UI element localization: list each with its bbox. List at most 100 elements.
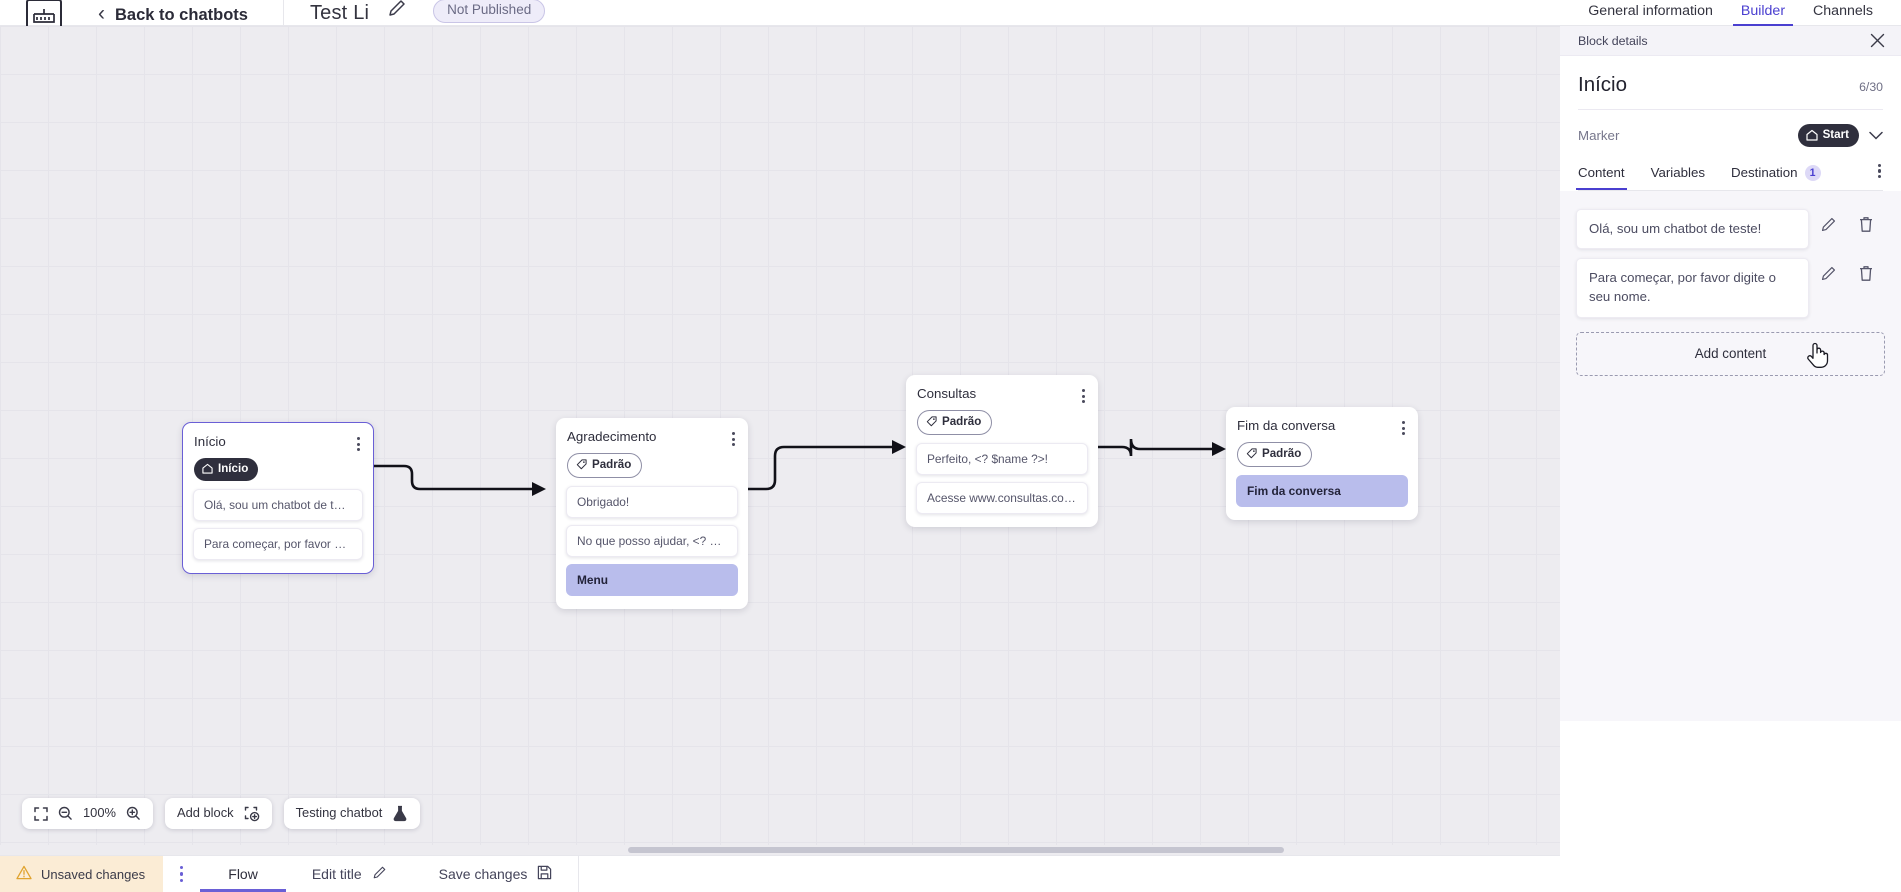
node-marker-label: Padrão: [1262, 447, 1302, 460]
tab-general-information[interactable]: General information: [1574, 4, 1727, 25]
canvas-horizontal-scrollbar[interactable]: [0, 845, 1560, 855]
top-bar-divider: [282, 0, 284, 25]
trash-icon[interactable]: [1847, 258, 1885, 282]
zoom-level: 100%: [83, 805, 116, 821]
marker-label: Marker: [1578, 127, 1620, 143]
node-title: Agradecimento: [567, 429, 657, 444]
node-header: Agradecimento: [556, 418, 748, 446]
tab-flow[interactable]: Flow: [200, 856, 286, 892]
kebab-menu-icon[interactable]: [351, 434, 363, 451]
block-details-header: Block details: [1560, 26, 1901, 56]
node-message[interactable]: Olá, sou um chatbot de teste!: [193, 488, 363, 521]
scrollbar-thumb[interactable]: [628, 847, 1284, 853]
testing-chatbot-button[interactable]: Testing chatbot: [283, 798, 421, 829]
chatbot-name: Test Li: [309, 2, 370, 24]
node-marker-badge: Padrão: [1237, 442, 1313, 467]
page-title: Início: [1578, 73, 1627, 96]
save-changes-label: Save changes: [438, 866, 528, 882]
node-message[interactable]: Menu: [566, 564, 738, 597]
node-message[interactable]: Acesse www.consultas.com par...: [916, 481, 1088, 515]
status-bar-divider: [578, 856, 580, 892]
content-tab-panel: Olá, sou um chatbot de teste! Para começ…: [1560, 190, 1901, 721]
node-marker-label: Padrão: [592, 458, 632, 471]
tab-variables[interactable]: Variables: [1651, 159, 1705, 189]
marker-control[interactable]: Start: [1797, 123, 1883, 147]
content-text[interactable]: Olá, sou um chatbot de teste!: [1576, 208, 1809, 250]
tab-destination-badge: 1: [1804, 164, 1821, 181]
marker-row: Marker Start: [1578, 110, 1883, 159]
tab-flow-label: Flow: [228, 866, 258, 882]
node-message[interactable]: Perfeito, <? $name ?>!: [916, 442, 1088, 475]
home-icon: [202, 464, 213, 474]
tab-content-label: Content: [1578, 165, 1625, 181]
pencil-icon[interactable]: [1809, 209, 1847, 233]
node-title: Início: [194, 434, 226, 449]
tab-destination[interactable]: Destination 1: [1731, 159, 1821, 190]
flow-node-consultas[interactable]: Consultas Padrão Perfeito, <? $name ?>! …: [906, 375, 1098, 528]
tab-builder-label: Builder: [1740, 3, 1786, 20]
tab-destination-label: Destination: [1731, 165, 1798, 181]
node-header: Fim da conversa: [1226, 407, 1418, 435]
tab-content[interactable]: Content: [1576, 159, 1627, 191]
testing-chatbot-label: Testing chatbot: [295, 805, 383, 821]
marker-badge[interactable]: Start: [1797, 123, 1859, 147]
back-to-chatbots-label: Back to chatbots: [115, 5, 248, 24]
tag-icon: [576, 459, 587, 470]
node-message[interactable]: No que posso ajudar, <? $name ...: [566, 524, 738, 558]
tab-variables-label: Variables: [1650, 165, 1706, 181]
kebab-menu-icon[interactable]: [726, 429, 738, 446]
node-message[interactable]: Para começar, por favor digite o ...: [193, 527, 363, 561]
pencil-icon: [372, 865, 387, 883]
add-block-icon: [244, 806, 260, 822]
kebab-menu-icon[interactable]: [1868, 163, 1883, 185]
flow-edges: [373, 438, 1226, 496]
panel-top-tabs: General information Builder Channels: [1560, 0, 1901, 26]
status-bar: Unsaved changes Flow Edit title Save cha…: [0, 855, 1560, 892]
back-to-chatbots-button[interactable]: ‹ Back to chatbots: [98, 3, 248, 24]
save-changes-button[interactable]: Save changes: [413, 856, 579, 892]
save-disk-icon: [537, 865, 552, 883]
home-icon: [1805, 129, 1818, 141]
block-details-label: Block details: [1578, 33, 1648, 48]
tab-builder[interactable]: Builder: [1727, 3, 1799, 26]
panel-body: Início 6/30 Marker Start Content: [1560, 56, 1901, 191]
pencil-icon[interactable]: [1809, 258, 1847, 282]
node-message[interactable]: Fim da conversa: [1236, 474, 1408, 507]
node-marker-badge: Início: [194, 458, 259, 481]
unsaved-changes-label: Unsaved changes: [41, 866, 146, 882]
edit-title-label: Edit title: [311, 866, 362, 882]
chevron-down-icon[interactable]: [1869, 131, 1883, 140]
node-message[interactable]: Obrigado!: [566, 485, 738, 518]
close-icon[interactable]: [1870, 33, 1885, 48]
flow-node-agradecimento[interactable]: Agradecimento Padrão Obrigado! No que po…: [556, 418, 748, 610]
node-title: Fim da conversa: [1237, 418, 1336, 433]
node-title: Consultas: [917, 386, 977, 401]
edit-title-button[interactable]: Edit title: [286, 856, 413, 892]
tab-channels-label: Channels: [1813, 3, 1873, 20]
zoom-in-icon[interactable]: [126, 806, 141, 821]
fit-to-screen-icon[interactable]: [34, 806, 48, 821]
flow-canvas[interactable]: Início Início Olá, sou um chatbot de tes…: [0, 26, 1560, 855]
zoom-controls: 100%: [22, 798, 153, 829]
node-marker-label: Início: [218, 462, 249, 475]
content-text[interactable]: Para começar, por favor digite o seu nom…: [1576, 258, 1809, 318]
add-block-button[interactable]: Add block: [164, 798, 272, 829]
node-marker-badge: Padrão: [917, 410, 993, 435]
tab-channels[interactable]: Channels: [1799, 4, 1887, 25]
kebab-menu-icon[interactable]: [1396, 418, 1408, 435]
content-item: Olá, sou um chatbot de teste!: [1576, 208, 1885, 250]
add-content-button[interactable]: Add content: [1576, 331, 1885, 376]
zoom-out-icon[interactable]: [58, 806, 73, 821]
unsaved-changes-indicator: Unsaved changes: [0, 856, 164, 892]
flow-node-fim-da-conversa[interactable]: Fim da conversa Padrão Fim da conversa: [1226, 407, 1418, 520]
pencil-icon[interactable]: [387, 0, 407, 23]
title-char-counter: 6/30: [1859, 80, 1883, 94]
kebab-menu-icon[interactable]: [1076, 386, 1088, 403]
trash-icon[interactable]: [1847, 209, 1885, 233]
warning-icon: [16, 865, 32, 883]
flow-node-inicio[interactable]: Início Início Olá, sou um chatbot de tes…: [182, 422, 374, 575]
kebab-menu-icon[interactable]: [163, 856, 200, 892]
panel-title-row: Início 6/30: [1578, 56, 1883, 110]
chevron-left-icon: ‹: [98, 2, 105, 25]
add-block-label: Add block: [176, 805, 234, 821]
